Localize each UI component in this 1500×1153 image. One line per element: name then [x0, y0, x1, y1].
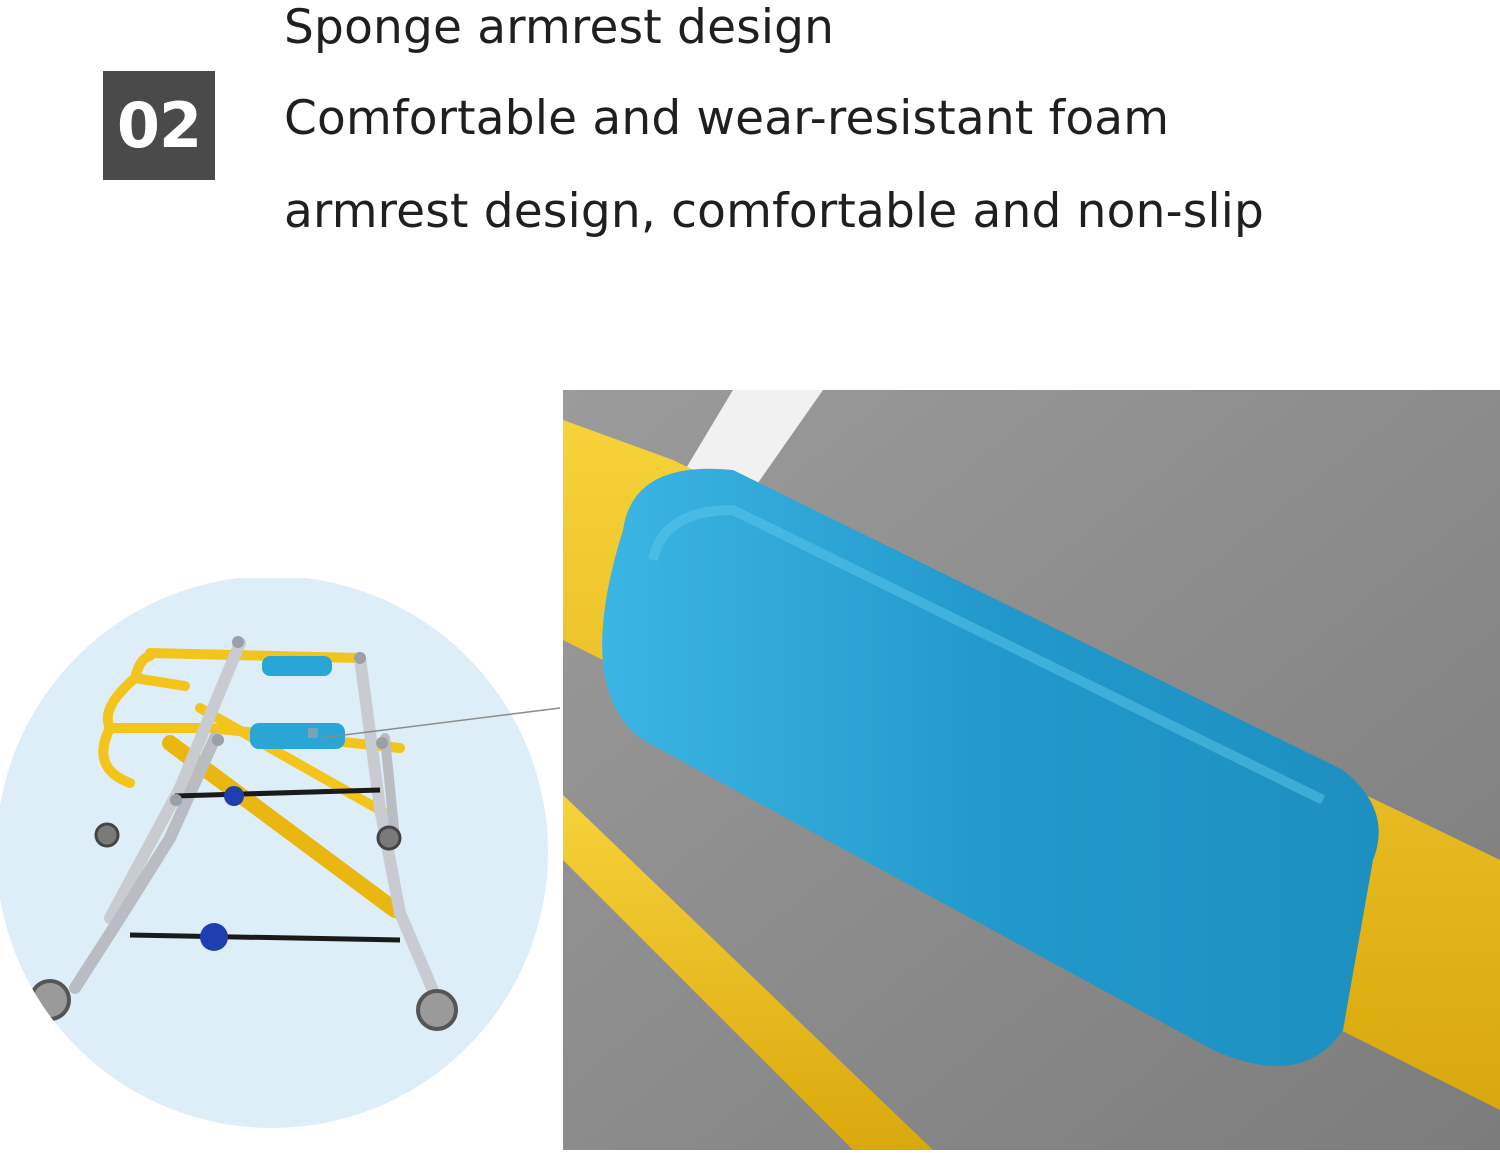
- walker-silver-leg: [69, 732, 221, 994]
- walker-wheel: [416, 989, 458, 1031]
- cross-bar-knob: [224, 786, 244, 806]
- walker-silver-leg: [354, 652, 438, 994]
- walker-overview-illustration: [0, 578, 560, 1128]
- walker-wheel: [29, 979, 71, 1021]
- callout-line: [319, 707, 560, 739]
- foam-grip-top: [262, 656, 332, 676]
- walker-silver-leg: [380, 733, 400, 843]
- cross-bar-knob: [200, 923, 228, 951]
- walker-yellow-rail: [145, 648, 365, 663]
- section-number-badge: 02: [103, 71, 215, 180]
- feature-heading: Sponge armrest design: [284, 0, 835, 55]
- foam-armrest-closeup: [563, 390, 1500, 1150]
- feature-description-line-2: armrest design, comfortable and non-slip: [284, 184, 1265, 239]
- highlight-circle: [0, 578, 548, 1128]
- walker-silver-leg: [104, 637, 246, 924]
- foam-grip: [602, 468, 1379, 1066]
- foam-grip-front: [250, 723, 345, 749]
- yellow-rail-lower: [563, 795, 933, 1150]
- walker-yellow-rail: [162, 735, 403, 918]
- walker-yellow-rail: [195, 703, 390, 818]
- walker-wheel: [94, 822, 120, 848]
- walker-wheel: [376, 825, 402, 851]
- feature-description-line-1: Comfortable and wear-resistant foam: [284, 91, 1170, 146]
- walker-yellow-rail: [98, 723, 135, 788]
